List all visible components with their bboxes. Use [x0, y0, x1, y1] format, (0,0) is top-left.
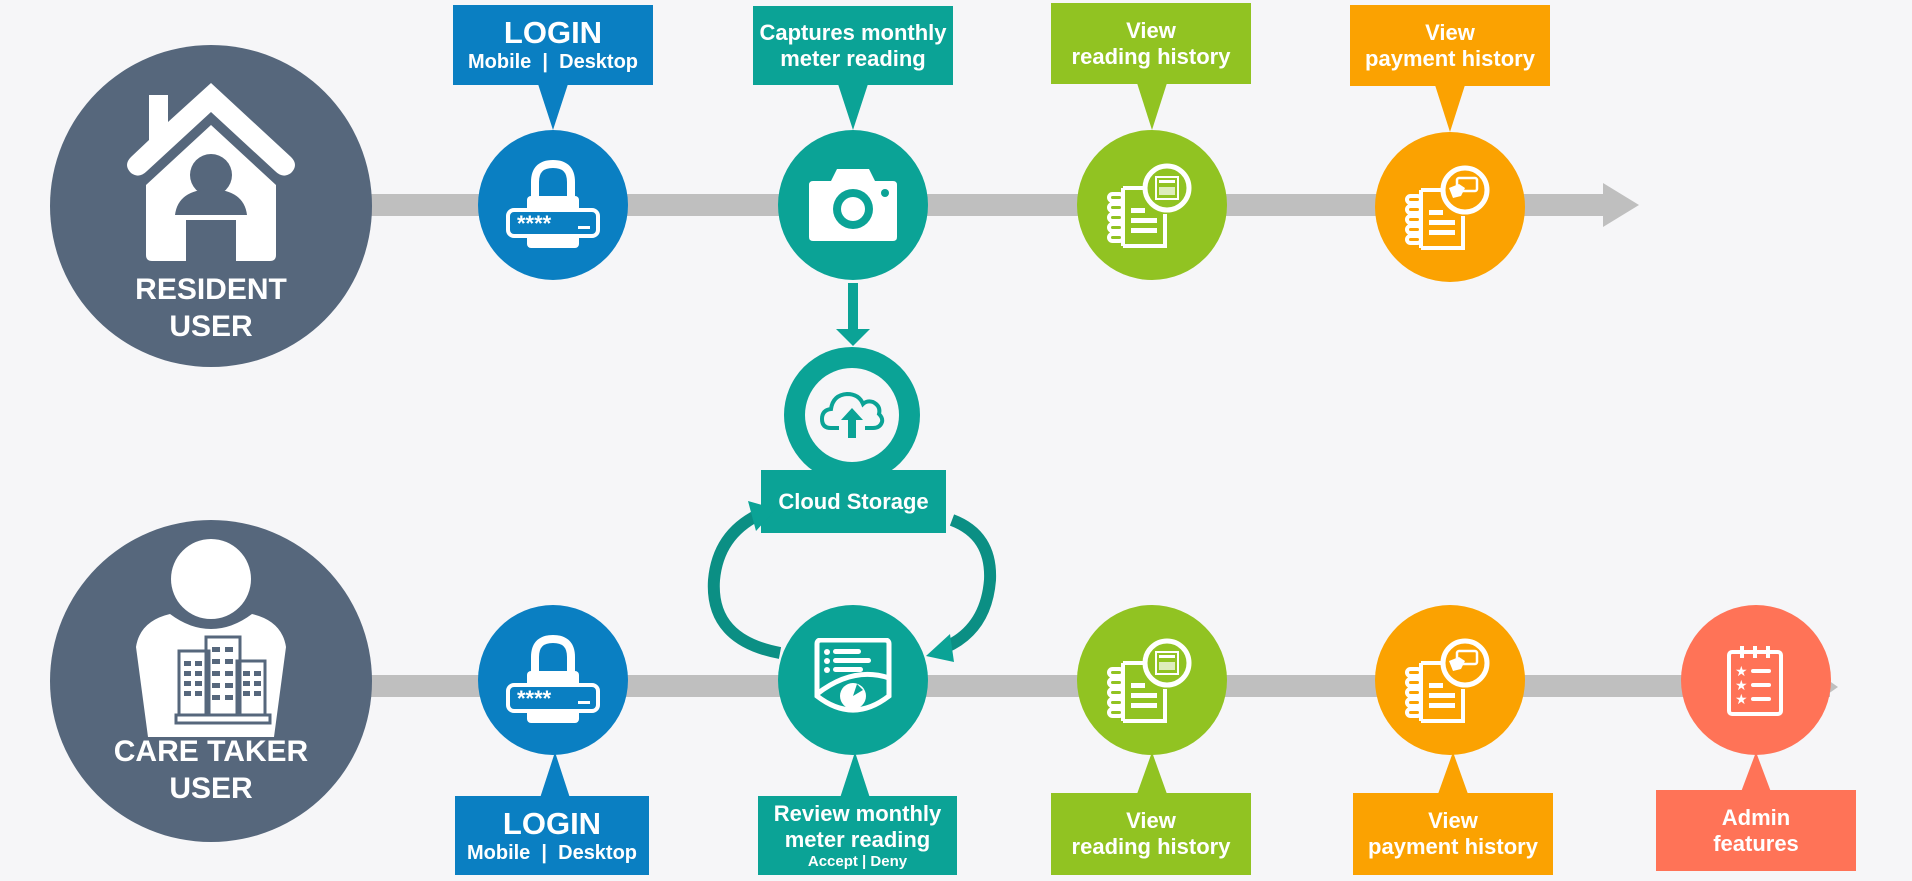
resident-login-pointer [538, 84, 568, 130]
caretaker-user-circle: CARE TAKER USER [50, 520, 372, 842]
capture-pointer [838, 84, 868, 130]
caretaker-payment-history-label: View payment history [1353, 793, 1553, 875]
lock-password-icon: **** [506, 635, 600, 723]
cloud-storage-inner [805, 368, 899, 462]
cloud-storage-label: Cloud Storage [761, 470, 946, 533]
resident-user-label: RESIDENT USER [135, 273, 287, 343]
lock-password-icon: **** [506, 160, 600, 248]
capture-reading-label: Captures monthly meter reading [753, 6, 953, 85]
review-pointer [840, 752, 870, 798]
svg-text:★: ★ [1735, 678, 1748, 694]
review-reading-node[interactable] [778, 605, 928, 755]
caretaker-user-label: CARE TAKER USER [113, 735, 309, 805]
review-eye-icon [814, 638, 892, 713]
svg-text:****: **** [517, 686, 552, 711]
cloud-to-review-arrow [926, 514, 997, 662]
review-reading-label: Review monthly meter reading Accept | De… [758, 796, 957, 875]
svg-text:★: ★ [1735, 692, 1748, 708]
caretaker-payment-pointer [1438, 752, 1468, 794]
svg-text:****: **** [517, 211, 552, 236]
admin-features-node[interactable]: ★ ★ ★ [1681, 605, 1831, 755]
camera-icon [809, 169, 897, 241]
payment-notebook-icon [1405, 638, 1490, 723]
house-user-icon [127, 83, 295, 261]
admin-pointer [1741, 752, 1771, 792]
caretaker-login-label: LOGIN Mobile | Desktop [455, 796, 649, 875]
caretaker-reading-history-label: View reading history [1051, 793, 1251, 875]
resident-login-label: LOGIN Mobile | Desktop [453, 5, 653, 85]
admin-features-label: Admin features [1656, 790, 1856, 871]
caretaker-login-pointer [540, 752, 570, 798]
capture-reading-node[interactable] [778, 130, 928, 280]
capture-to-cloud-arrow [836, 283, 870, 346]
resident-login-node[interactable]: **** [478, 130, 628, 280]
resident-payment-pointer [1435, 85, 1465, 132]
caretaker-payment-history-node[interactable] [1375, 605, 1525, 755]
payment-notebook-icon [1405, 165, 1490, 250]
meter-notebook-icon [1107, 163, 1192, 248]
resident-timeline-arrowhead [1603, 183, 1639, 227]
resident-payment-history-label: View payment history [1350, 5, 1550, 86]
review-to-cloud-arrow [707, 501, 782, 659]
caretaker-login-node[interactable]: **** [478, 605, 628, 755]
resident-reading-pointer [1137, 83, 1167, 130]
resident-payment-history-node[interactable] [1375, 132, 1525, 282]
resident-user-circle: RESIDENT USER [50, 45, 372, 367]
resident-reading-history-label: View reading history [1051, 3, 1251, 84]
resident-timeline-bar [360, 194, 1606, 216]
caretaker-reading-pointer [1137, 752, 1167, 794]
svg-text:★: ★ [1735, 664, 1748, 680]
caretaker-building-icon [136, 539, 286, 737]
cloud-upload-icon [819, 391, 885, 438]
cloud-storage-ring [784, 347, 920, 483]
resident-reading-history-node[interactable] [1077, 130, 1227, 280]
meter-notebook-icon [1107, 638, 1192, 723]
admin-checklist-icon: ★ ★ ★ [1727, 646, 1783, 716]
caretaker-reading-history-node[interactable] [1077, 605, 1227, 755]
